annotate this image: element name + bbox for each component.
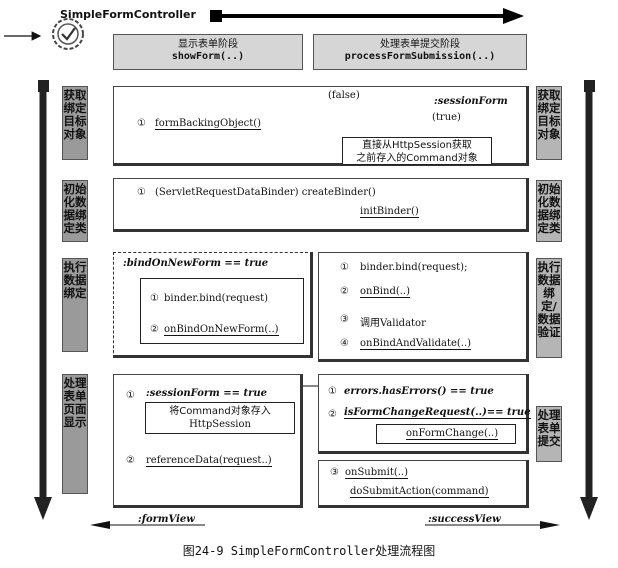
form-backing-object: formBackingObject() bbox=[155, 118, 262, 130]
session-command-box: 直接从HttpSession获取 之前存入的Command对象 bbox=[342, 137, 492, 165]
stage-show-method: showForm(..) bbox=[171, 51, 245, 62]
controller-name: SimpleFormController bbox=[60, 8, 196, 21]
on-bind-and-validate: onBindAndValidate(..) bbox=[360, 338, 472, 350]
left-label-get-target: 获取绑定目标对象 bbox=[62, 86, 88, 160]
on-form-change: onFormChange(..) bbox=[406, 428, 499, 440]
session-form-true: :sessionForm == true bbox=[146, 388, 267, 399]
row4-left-num-2: ② bbox=[126, 455, 135, 466]
right-label-bind-validate: 执行数据绑定/数据验证 bbox=[536, 258, 562, 358]
row-init-binder-frame bbox=[113, 178, 529, 232]
row1-num: ① bbox=[137, 118, 146, 129]
row4-right-num-1: ① bbox=[328, 386, 337, 397]
stage-show-title: 显示表单阶段 bbox=[178, 39, 238, 50]
row4-right-num-3: ③ bbox=[330, 467, 339, 478]
row-bind-right-frame bbox=[318, 252, 529, 362]
row3-right-num-4: ④ bbox=[340, 338, 349, 349]
row3-left-num-1: ① bbox=[150, 293, 159, 304]
left-label-do-bind: 执行数据绑定 bbox=[62, 258, 88, 352]
timeline-start bbox=[210, 10, 222, 22]
true-label: (true) bbox=[432, 112, 461, 123]
binder-bind-new: binder.bind(request) bbox=[164, 293, 269, 304]
reference-data: referenceData(request..) bbox=[146, 455, 272, 467]
bind-on-new-form-condition: :bindOnNewForm == true bbox=[123, 258, 269, 269]
row4-right-num-2: ② bbox=[328, 409, 337, 420]
row4-left-num-1: ① bbox=[126, 390, 135, 401]
form-view-label: :formView bbox=[138, 514, 195, 525]
row3-right-num-2: ② bbox=[340, 286, 349, 297]
stage-process-method: processFormSubmission(..) bbox=[344, 51, 496, 62]
row-show-page-frame bbox=[113, 374, 303, 508]
on-bind: onBind(..) bbox=[360, 286, 411, 298]
is-form-change-request: isFormChangeRequest(..)== true bbox=[344, 407, 531, 419]
right-label-get-target: 获取绑定目标对象 bbox=[536, 86, 562, 160]
row3-left-num-2: ② bbox=[150, 324, 159, 335]
row3-right-num-3: ③ bbox=[340, 314, 349, 325]
store-command-box: 将Command对象存入 HttpSession bbox=[145, 402, 295, 434]
session-line-2: 之前存入的Command对象 bbox=[356, 153, 478, 164]
row-get-target-frame bbox=[113, 86, 529, 166]
on-bind-on-new-form: onBindOnNewForm(..) bbox=[164, 324, 279, 336]
binder-bind: binder.bind(request); bbox=[360, 262, 468, 273]
init-binder: initBinder() bbox=[360, 206, 419, 218]
errors-has-errors: errors.hasErrors() == true bbox=[344, 386, 494, 397]
row-submit-frame bbox=[318, 460, 529, 508]
success-view-label: :successView bbox=[428, 514, 501, 525]
store-line-1: 将Command对象存入 bbox=[169, 406, 271, 417]
gear-icon bbox=[48, 14, 88, 54]
left-label-show-page: 处理表单页面显示 bbox=[62, 374, 88, 494]
do-submit-action: doSubmitAction(command) bbox=[350, 486, 489, 498]
bind-inner-box bbox=[140, 278, 304, 344]
stage-process-form: 处理表单提交阶段 processFormSubmission(..) bbox=[313, 34, 527, 70]
call-validator: 调用Validator bbox=[360, 318, 426, 329]
row2-num: ① bbox=[137, 187, 146, 198]
figure-caption: 图24-9 SimpleFormController处理流程图 bbox=[182, 544, 436, 558]
row-bind-left-frame bbox=[113, 252, 313, 358]
session-line-1: 直接从HttpSession获取 bbox=[362, 140, 472, 151]
stage-process-title: 处理表单提交阶段 bbox=[380, 39, 460, 50]
on-submit: onSubmit(..) bbox=[345, 467, 409, 479]
right-label-process-submit: 处理表单提交 bbox=[536, 406, 562, 462]
create-binder: (ServletRequestDataBinder) createBinder(… bbox=[155, 187, 376, 198]
row3-right-num-1: ① bbox=[340, 262, 349, 273]
false-label: (false) bbox=[328, 90, 360, 101]
session-form-condition: :sessionForm bbox=[434, 96, 508, 107]
store-line-2: HttpSession bbox=[189, 419, 251, 430]
stage-show-form: 显示表单阶段 showForm(..) bbox=[113, 34, 303, 70]
left-label-init-binder: 初始化数据绑定类 bbox=[62, 180, 88, 242]
right-label-init-binder: 初始化数据绑定类 bbox=[536, 180, 562, 242]
